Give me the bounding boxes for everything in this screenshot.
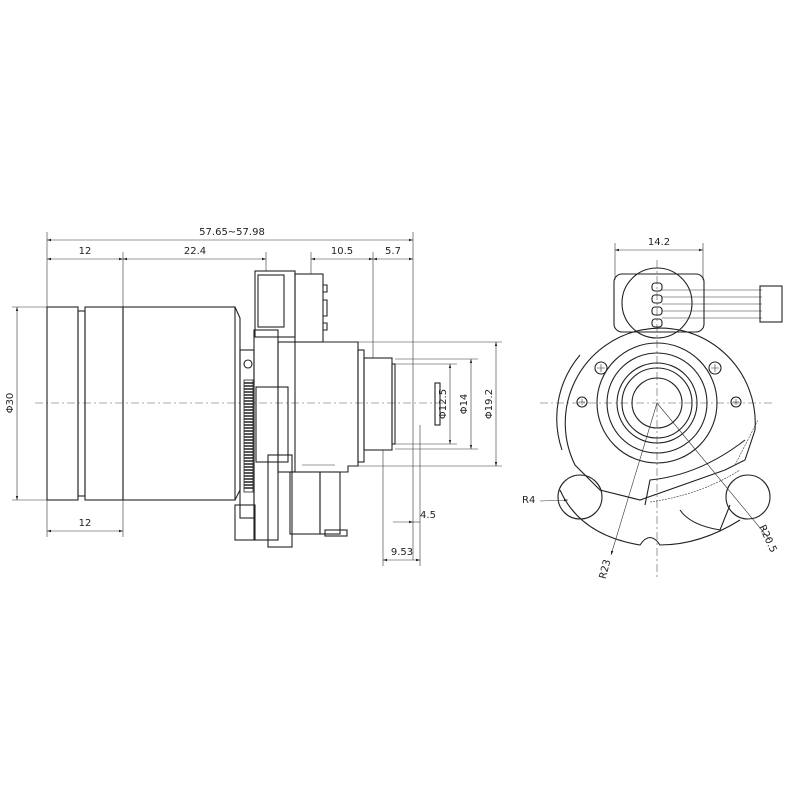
lens-body <box>122 306 236 501</box>
main-housing <box>295 341 359 473</box>
bottom-plate <box>267 454 293 548</box>
dim-back-focus: 9.53 <box>391 547 413 558</box>
bottom-pin <box>324 529 348 537</box>
dim-bottom-ring: 12 <box>79 518 92 529</box>
side-arc <box>556 354 581 451</box>
lens-aperture <box>631 377 683 429</box>
lower-arc <box>559 489 741 546</box>
rear-body <box>564 327 756 501</box>
gear-teeth-rear <box>649 419 759 503</box>
screw-icon <box>243 359 253 369</box>
connector-block <box>613 273 705 333</box>
rear-barrel <box>363 357 393 451</box>
front-ring <box>46 306 79 501</box>
dim-outer-diameter: Φ30 <box>5 393 16 414</box>
ribbon-cable <box>662 289 762 319</box>
dim-rear-diameter-mid: Φ14 <box>459 394 470 415</box>
mount-plate <box>253 329 279 541</box>
dim-arc-radius-inner: R20.5 <box>756 523 778 554</box>
bottom-motor <box>289 471 321 535</box>
rear-view: 14.2 R4 R23 R20.5 <box>522 237 783 580</box>
connector-disc <box>621 267 693 339</box>
dim-rear-diameter-small: Φ12.5 <box>438 389 449 419</box>
rear-lip <box>391 363 396 445</box>
connector-face <box>257 274 285 328</box>
focus-ring <box>84 306 124 501</box>
dim-arc-radius-outer: R23 <box>598 558 614 580</box>
dim-rear-diameter-large: Φ19.2 <box>484 389 495 419</box>
body-chamfer <box>234 306 241 501</box>
dim-connector-width: 14.2 <box>648 237 670 248</box>
sensor-plane <box>434 382 441 426</box>
dim-rear: 5.7 <box>385 246 401 257</box>
dim-mount: 10.5 <box>331 246 353 257</box>
ring-groove <box>77 310 86 497</box>
slot <box>679 504 731 531</box>
gear-segment <box>644 439 746 506</box>
bottom-motor-cap <box>319 471 341 535</box>
screw-icons <box>576 361 742 408</box>
dim-sensor-offset: 4.5 <box>420 510 436 521</box>
motor-pins <box>323 284 328 331</box>
outer-ring <box>596 342 718 464</box>
dim-front-ring: 12 <box>79 246 92 257</box>
right-lug <box>725 474 771 520</box>
side-view: 57.65~57.98 12 22.4 10.5 5.7 Φ30 12 Φ12.… <box>5 227 502 566</box>
connector-pads <box>651 282 663 328</box>
top-motor <box>294 273 324 343</box>
mid-ring <box>606 352 708 454</box>
cable-plug <box>759 285 783 323</box>
gear-teeth <box>243 379 254 493</box>
dim-body: 22.4 <box>184 246 206 257</box>
dimensions-side: 57.65~57.98 12 22.4 10.5 5.7 Φ30 12 Φ12.… <box>5 227 502 566</box>
mount-window <box>255 386 289 463</box>
rear-flange <box>357 349 365 463</box>
bottom-bracket <box>234 504 256 541</box>
inner-ring <box>616 362 698 444</box>
dim-overall-length: 57.65~57.98 <box>199 227 265 238</box>
mount-spacer <box>277 341 296 473</box>
left-lug <box>557 474 603 520</box>
dim-lug-radius: R4 <box>522 495 535 506</box>
